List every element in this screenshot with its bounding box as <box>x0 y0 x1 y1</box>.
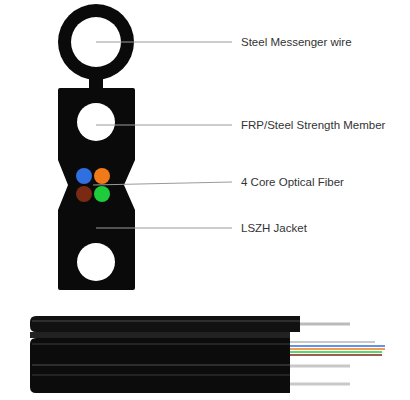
optical-fiber <box>76 168 92 184</box>
optical-fiber <box>94 168 110 184</box>
part-label: LSZH Jacket <box>240 221 308 235</box>
cable-side-view <box>30 316 385 393</box>
optical-fiber <box>76 186 92 202</box>
strength-member <box>77 243 115 281</box>
lszh-jacket <box>58 88 135 290</box>
optical-fiber <box>94 186 110 202</box>
part-label: 4 Core Optical Fiber <box>240 175 345 189</box>
strength-member <box>77 103 115 141</box>
part-label: Steel Messenger wire <box>240 35 353 49</box>
part-label: FRP/Steel Strength Member <box>240 118 386 132</box>
leader-lines <box>93 42 232 228</box>
